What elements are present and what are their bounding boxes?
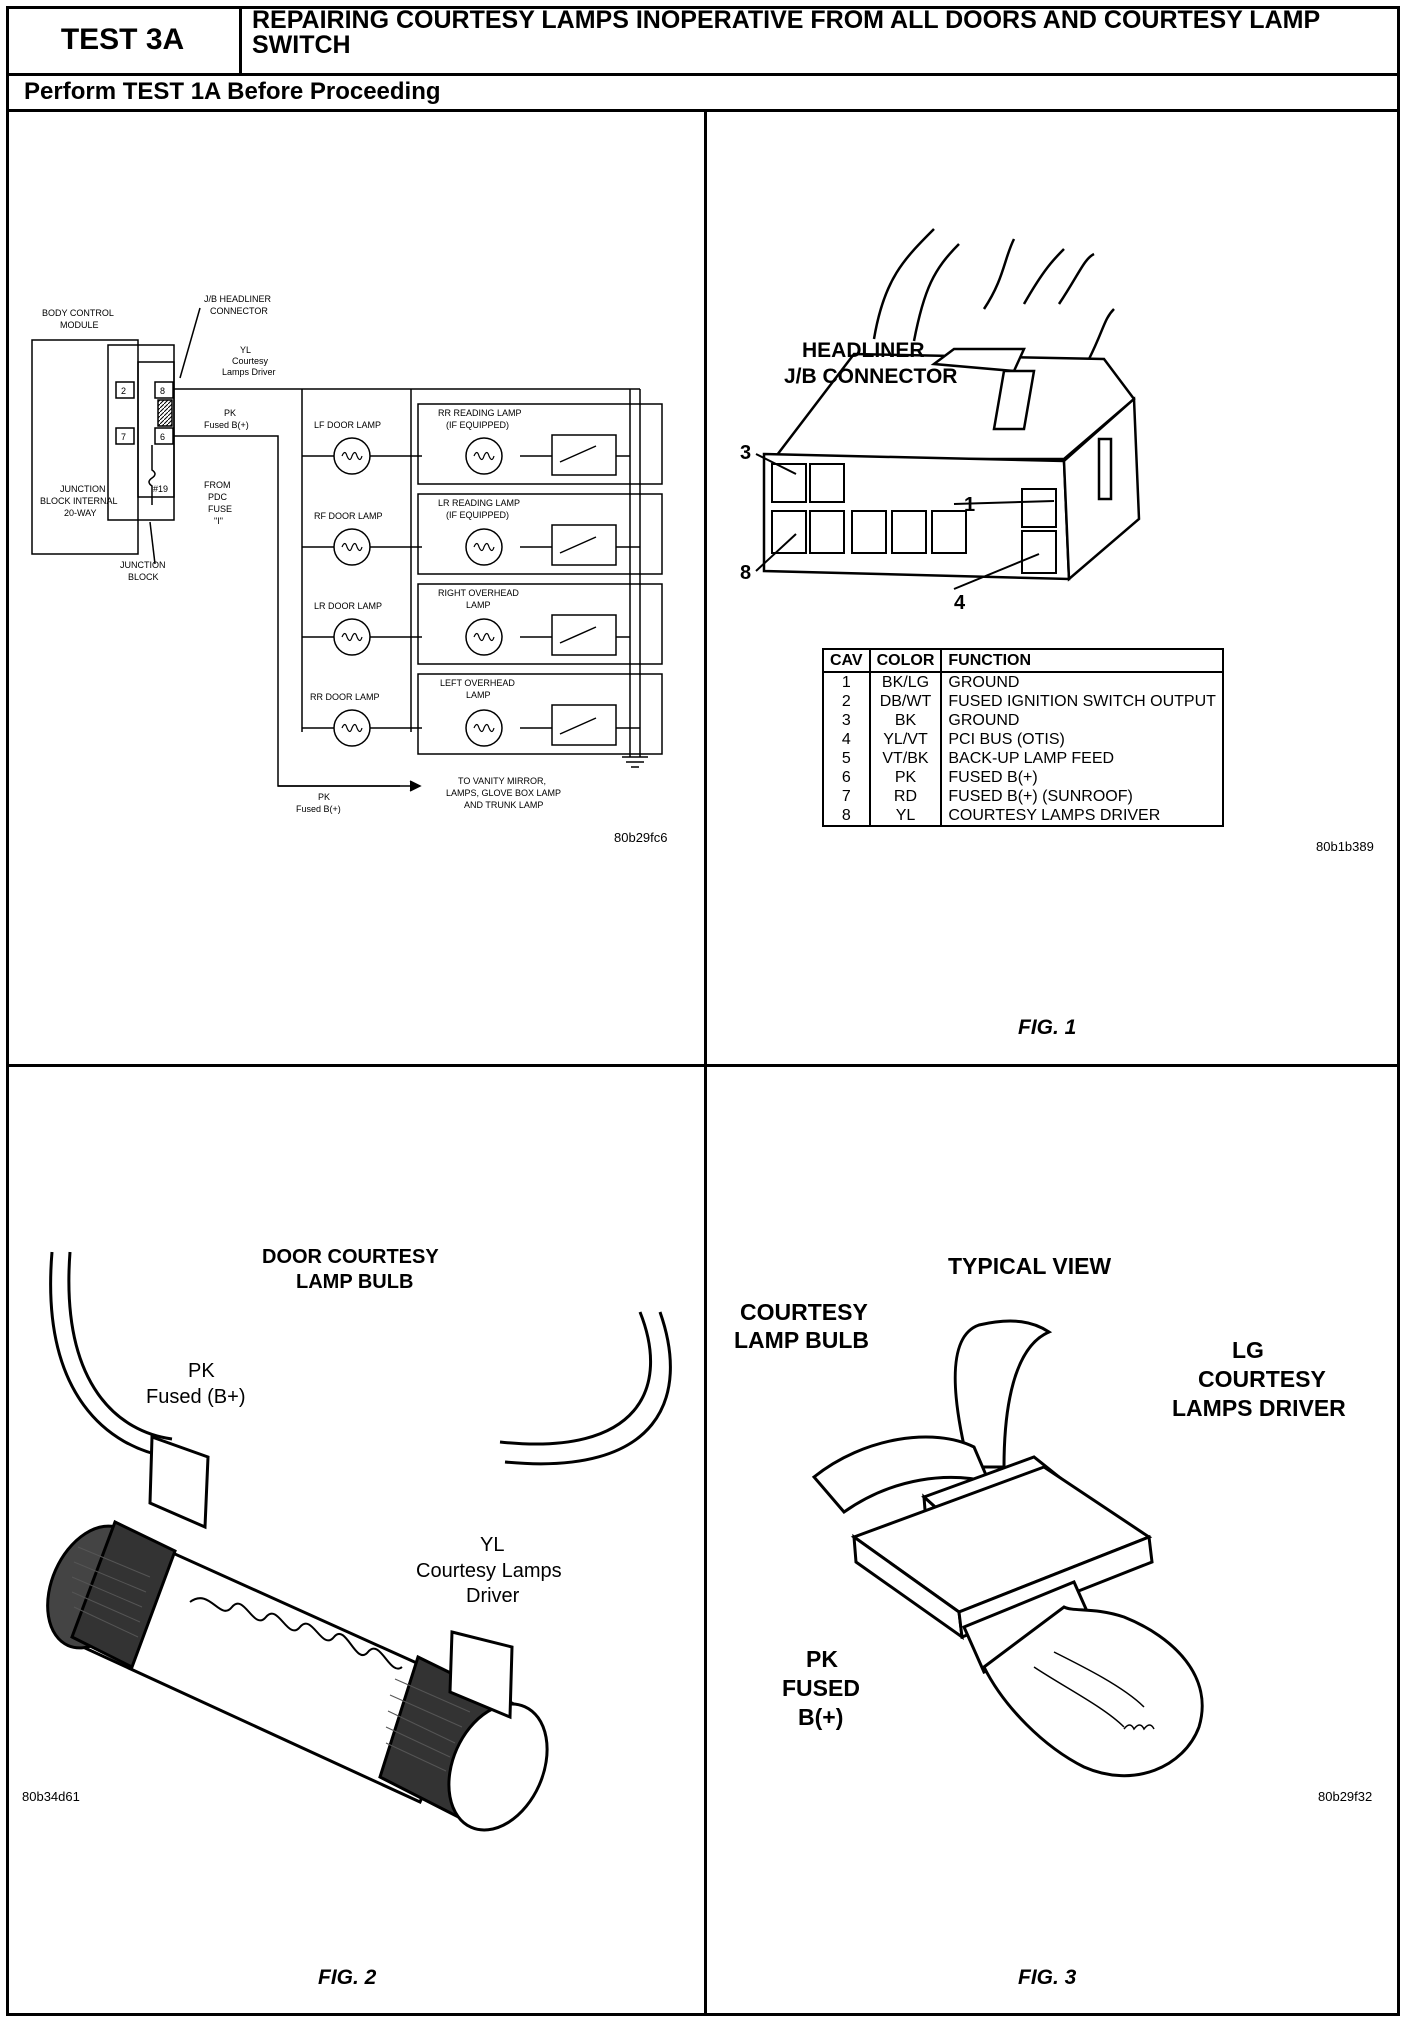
svg-text:AND TRUNK LAMP: AND TRUNK LAMP xyxy=(464,800,543,810)
callout-1: 1 xyxy=(964,494,975,516)
svg-text:Fused B(+): Fused B(+) xyxy=(204,420,249,430)
header-bar: TEST 3A xyxy=(6,6,1400,76)
fig1-caption: FIG. 1 xyxy=(1018,1016,1077,1039)
svg-text:Fused B(+): Fused B(+) xyxy=(296,804,341,814)
svg-text:Lamps Driver: Lamps Driver xyxy=(222,367,276,377)
fig2-yl-label: YL xyxy=(480,1534,504,1556)
fig3-title: TYPICAL VIEW xyxy=(948,1253,1111,1279)
door-lamp-bulb-drawing: DOOR COURTESY LAMP BULB PK Fused (B+) YL… xyxy=(22,1246,672,1832)
test-id: TEST 3A xyxy=(6,6,242,73)
wiring-schematic: BODY CONTROL MODULE J/B HEADLINER CONNEC… xyxy=(31,294,668,845)
fig2-yl-driver: Driver xyxy=(466,1585,520,1607)
svg-text:LAMPS, GLOVE BOX LAMP: LAMPS, GLOVE BOX LAMP xyxy=(446,788,561,798)
fig2-title-line2: LAMP BULB xyxy=(296,1271,413,1293)
bcm-label: BODY CONTROL xyxy=(42,308,114,318)
test-title: REPAIRING COURTESY LAMPS INOPERATIVE FRO… xyxy=(252,6,1320,59)
fig3-caption: FIG. 3 xyxy=(1018,1966,1077,1989)
fig2-caption: FIG. 2 xyxy=(318,1966,377,1989)
panel-divider-horizontal xyxy=(6,1064,1400,1067)
svg-text:CONNECTOR: CONNECTOR xyxy=(210,306,268,316)
fig1-title-line1: HEADLINER xyxy=(802,339,925,362)
vanity-note: TO VANITY MIRROR, xyxy=(458,776,546,786)
lr-door-lamp-label: LR DOOR LAMP xyxy=(314,601,382,611)
fig3-lg-courtesy: COURTESY xyxy=(1198,1366,1326,1392)
svg-text:LAMP: LAMP xyxy=(466,690,491,700)
col-header-color: COLOR xyxy=(868,648,943,673)
left-overhead-lamp-label: LEFT OVERHEAD xyxy=(440,678,515,688)
lr-reading-lamp-label: LR READING LAMP xyxy=(438,498,520,508)
callout-8: 8 xyxy=(740,562,751,584)
fig3-lg-driver: LAMPS DRIVER xyxy=(1172,1395,1346,1421)
fig2-code: 80b34d61 xyxy=(22,1789,80,1804)
header-divider xyxy=(6,109,1400,112)
schematic-code: 80b29fc6 xyxy=(614,830,668,845)
right-overhead-lamp-label: RIGHT OVERHEAD xyxy=(438,588,519,598)
pin-7: 7 xyxy=(121,432,126,442)
fig2-yl-courtesy: Courtesy Lamps xyxy=(416,1560,562,1582)
svg-text:BLOCK INTERNAL: BLOCK INTERNAL xyxy=(40,496,118,506)
headliner-connector-drawing: HEADLINER J/B CONNECTOR 3 1 8 4 80b1b389 xyxy=(740,228,1374,854)
jb-label: JUNCTION xyxy=(120,560,166,570)
yl-wire-label: YL xyxy=(240,345,251,355)
fig3-lg-label: LG xyxy=(1232,1337,1264,1363)
pk-wire-label: PK xyxy=(224,408,236,418)
fig2-pk-fused: Fused (B+) xyxy=(146,1386,245,1408)
panel-divider-vertical xyxy=(704,109,707,2016)
lf-door-lamp-label: LF DOOR LAMP xyxy=(314,420,381,430)
svg-text:LAMP: LAMP xyxy=(466,600,491,610)
svg-text:(IF EQUIPPED): (IF EQUIPPED) xyxy=(446,420,509,430)
fig3-pk-fused: FUSED xyxy=(782,1675,860,1701)
col-header-cav: CAV xyxy=(822,648,871,673)
fig1-code: 80b1b389 xyxy=(1316,839,1374,854)
from-pdc-label: FROM xyxy=(204,480,231,490)
jb-internal-label: JUNCTION xyxy=(60,484,106,494)
page-frame xyxy=(6,6,1400,2016)
fig3-bulb-line1: COURTESY xyxy=(740,1299,868,1325)
svg-text:BLOCK: BLOCK xyxy=(128,572,159,582)
rr-reading-lamp-label: RR READING LAMP xyxy=(438,408,522,418)
fig1-title-line2: J/B CONNECTOR xyxy=(784,365,957,388)
svg-text:"I": "I" xyxy=(214,516,223,526)
svg-text:MODULE: MODULE xyxy=(60,320,99,330)
fig2-title-line1: DOOR COURTESY xyxy=(262,1246,439,1268)
jb-connector-label: J/B HEADLINER xyxy=(204,294,272,304)
typical-bulb-drawing: TYPICAL VIEW COURTESY LAMP BULB LG COURT… xyxy=(734,1253,1372,1804)
svg-text:PDC: PDC xyxy=(208,492,228,502)
bottom-pk-label: PK xyxy=(318,792,330,802)
col-header-function: FUNCTION xyxy=(940,648,1224,673)
fig3-pk-label: PK xyxy=(806,1646,838,1672)
callout-3: 3 xyxy=(740,442,751,464)
fig3-pk-bplus: B(+) xyxy=(798,1704,843,1730)
pin-8: 8 xyxy=(160,386,165,396)
fig3-bulb-line2: LAMP BULB xyxy=(734,1327,869,1353)
pin-2: 2 xyxy=(121,386,126,396)
fig3-code: 80b29f32 xyxy=(1318,1789,1372,1804)
svg-text:FUSE: FUSE xyxy=(208,504,232,514)
svg-text:20-WAY: 20-WAY xyxy=(64,508,97,518)
fuse-number: #19 xyxy=(153,484,168,494)
rf-door-lamp-label: RF DOOR LAMP xyxy=(314,511,383,521)
callout-4: 4 xyxy=(954,592,966,614)
rr-door-lamp-label: RR DOOR LAMP xyxy=(310,692,380,702)
svg-text:(IF EQUIPPED): (IF EQUIPPED) xyxy=(446,510,509,520)
svg-text:Courtesy: Courtesy xyxy=(232,356,269,366)
prerequisite-note: Perform TEST 1A Before Proceeding xyxy=(24,78,441,105)
fig2-pk-label: PK xyxy=(188,1360,215,1382)
pin-6: 6 xyxy=(160,432,165,442)
